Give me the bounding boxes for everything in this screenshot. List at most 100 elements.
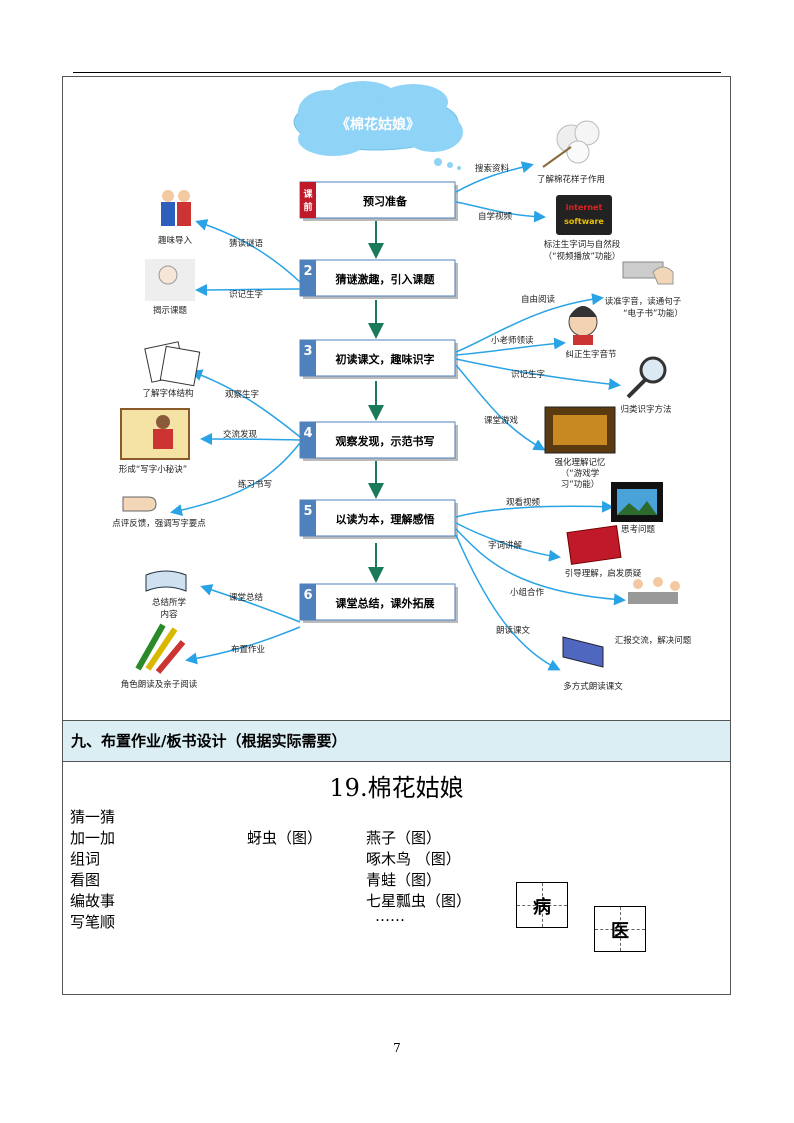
game-picture	[544, 406, 616, 454]
caption: 习”功能）	[561, 479, 599, 490]
link-label: 字词讲解	[488, 540, 523, 551]
link-label: 自学视频	[478, 211, 513, 222]
svg-text:software: software	[564, 217, 604, 226]
hand-tablet-picture	[622, 261, 674, 285]
megaphone-picture	[562, 636, 604, 668]
board-right-item: 七星瓢虫（图）	[366, 892, 472, 910]
book-picture	[566, 525, 622, 565]
step-box: 6 课堂总结，课外拓展	[299, 583, 458, 623]
section-heading: 九、布置作业/板书设计（根据实际需要）	[63, 720, 730, 762]
step-box: 2 猜谜激趣，引入课题	[299, 259, 458, 299]
board-right-item: 燕子（图）	[366, 829, 442, 847]
caption: 角色朗读及亲子阅读	[121, 679, 198, 690]
caption: 读准字音，读通句子	[605, 296, 682, 307]
board-left-item: 组词	[70, 850, 101, 868]
writing-grid-box: 病	[516, 882, 568, 928]
caption: 强化理解记忆	[554, 457, 606, 468]
group-picture	[628, 577, 680, 604]
step-label: 初读课文，趣味识字	[336, 352, 435, 366]
step-number: 6	[303, 588, 312, 603]
caption: 总结所学	[152, 597, 187, 608]
link-label: 小老师领读	[491, 335, 534, 346]
caption: （“视频播放”功能）	[544, 251, 621, 262]
board-right-item: ……	[375, 907, 405, 925]
caption: 引导理解，启发质疑	[565, 568, 642, 579]
caption: 思考问题	[621, 525, 656, 535]
branch-captions: 了解棉花样子作用 标注生字词与自然段 （“视频播放”功能） 读准字音，读通句子 …	[112, 174, 692, 692]
caption: 了解棉花样子作用	[537, 174, 605, 185]
step-label: 以读为本，理解感悟	[336, 512, 435, 526]
pointing-hand-picture	[122, 496, 157, 512]
link-label: 课堂游戏	[484, 415, 519, 426]
caption: 汇报交流，解决问题	[615, 635, 692, 646]
crayons-picture	[135, 623, 186, 674]
link-label: 识记生字	[229, 289, 263, 300]
svg-text:internet: internet	[566, 203, 603, 212]
caption: 标注生字词与自然段	[544, 239, 621, 250]
link-label: 交流发现	[223, 429, 258, 440]
caption: 归类识字方法	[620, 404, 671, 415]
link-label: 搜索资料	[475, 163, 510, 174]
link-label: 朗读课文	[496, 625, 531, 636]
step-box: 4 观察发现，示范书写	[299, 421, 458, 461]
left-branch-lines	[170, 219, 301, 665]
teacher-picture	[120, 408, 190, 460]
link-label: 猜读谜语	[229, 238, 264, 249]
caption: 多方式朗读课文	[563, 681, 623, 692]
step-number: 课前	[303, 188, 313, 213]
grid-character: 医	[611, 921, 629, 942]
step-label: 课堂总结，课外拓展	[336, 596, 436, 610]
open-book-picture	[145, 570, 187, 592]
step-number: 5	[303, 504, 312, 519]
link-label: 练习书写	[238, 479, 272, 490]
caption: “电子书”功能）	[623, 308, 683, 319]
cloud-title: 《棉花姑娘》	[336, 116, 420, 133]
video-screen-picture: internet software	[556, 195, 612, 235]
step-number: 4	[303, 426, 312, 441]
link-label: 布置作业	[231, 644, 265, 655]
title-cloud: 《棉花姑娘》	[293, 81, 463, 170]
link-label: 识记生字	[511, 369, 545, 380]
cotton-picture	[542, 120, 600, 168]
board-mid-item: 蚜虫（图）	[247, 829, 323, 847]
link-label: 观看视频	[506, 497, 541, 508]
magnifier-picture	[626, 356, 667, 399]
caption: 纠正生字音节	[565, 349, 617, 360]
caption: 内容	[160, 609, 178, 620]
step-box: 3 初读课文，趣味识字	[299, 339, 458, 379]
caption: 形成“写字小秘诀”	[119, 464, 187, 475]
writing-grid-box: 医	[594, 906, 646, 952]
step-box: 5 以读为本，理解感悟	[299, 499, 458, 539]
link-label: 小组合作	[510, 587, 545, 598]
link-label: 自由阅读	[521, 294, 556, 305]
caption: （“游戏学	[561, 468, 600, 479]
paper-picture	[144, 341, 201, 387]
board-left-item: 编故事	[70, 892, 116, 910]
step-number: 3	[303, 344, 312, 359]
page-number: 7	[393, 1041, 401, 1055]
table-frame	[62, 76, 731, 995]
caption: 了解字体结构	[142, 388, 193, 399]
teaching-flow-diagram: 《棉花姑娘》 课前 预习准备 2 猜谜激趣，引入课题 3 初读课文，趣味识字 4 观察发现，示…	[63, 77, 730, 720]
link-label: 观察生字	[225, 389, 259, 400]
people-picture	[161, 190, 191, 226]
step-box: 课前 预习准备	[299, 181, 458, 221]
header-rule	[73, 72, 721, 73]
film-picture	[611, 482, 663, 522]
caption: 揭示课题	[153, 305, 188, 316]
board-right-item: 啄木鸟 （图）	[366, 850, 461, 868]
step-label: 观察发现，示范书写	[336, 434, 435, 448]
step-label: 猜谜激趣，引入课题	[335, 272, 436, 286]
board-left-item: 猜一猜	[70, 808, 116, 826]
branch-link-labels: 搜索资料 自学视频 自由阅读 小老师领读 识记生字 课堂游戏 观看视频 字词讲解…	[223, 163, 556, 655]
right-branch-lines	[455, 161, 626, 671]
board-left-item: 看图	[70, 871, 101, 889]
baby-picture	[145, 259, 195, 301]
board-title: 19.棉花姑娘	[329, 774, 464, 802]
board-right-item: 青蛙（图）	[366, 871, 442, 889]
step-label: 预习准备	[363, 194, 408, 208]
grid-character: 病	[533, 897, 551, 918]
step-number: 2	[303, 264, 312, 279]
caption: 点评反馈，强调写字要点	[112, 518, 206, 529]
board-left-item: 加一加	[70, 829, 116, 847]
